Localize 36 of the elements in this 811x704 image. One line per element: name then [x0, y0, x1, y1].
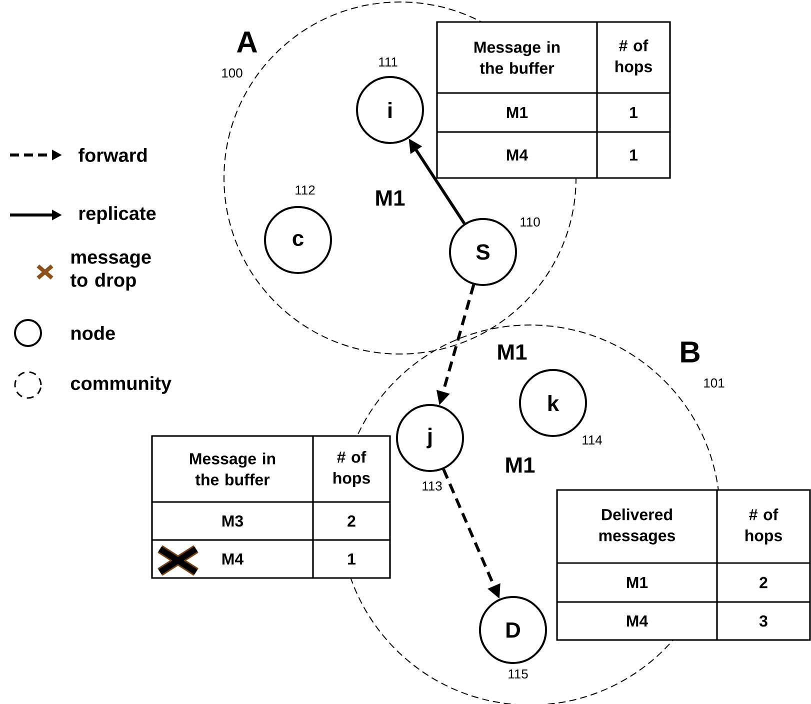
- legend-label: node: [71, 326, 115, 340]
- node-id: 100: [222, 68, 242, 78]
- table-cell: M1: [506, 107, 528, 118]
- node-id: 101: [704, 378, 724, 388]
- table-cell: 2: [760, 576, 768, 588]
- table-header: # of hops: [334, 451, 370, 487]
- node-id: 112: [296, 185, 315, 195]
- legend-label: replicate: [79, 206, 156, 224]
- table-cell: M4: [506, 150, 528, 160]
- table-header: # of hops: [616, 40, 652, 76]
- node-id: 110: [520, 217, 540, 227]
- legend-label: community: [70, 376, 172, 394]
- community-label: A: [236, 32, 258, 52]
- community-label: B: [681, 342, 700, 362]
- table-cell: M4: [626, 616, 648, 626]
- node-id: 111: [379, 58, 398, 66]
- edge-label: M1: [504, 456, 536, 474]
- table-cell: 3: [759, 615, 768, 627]
- table-header: Message in the buffer: [190, 452, 276, 486]
- table-header: Delivered messages: [599, 508, 676, 544]
- legend-label: forward: [78, 148, 147, 162]
- edge-label: M1: [374, 189, 406, 207]
- node-id: 115: [508, 669, 528, 679]
- table-cell: 1: [630, 150, 638, 160]
- table-cell: 1: [348, 554, 356, 564]
- table-cell: 1: [630, 107, 638, 118]
- table-header: Message in the buffer: [474, 41, 560, 74]
- node-id: 114: [582, 436, 602, 444]
- table-cell: M3: [222, 515, 244, 527]
- table-cell: 2: [348, 515, 356, 527]
- table-cell: M1: [626, 577, 648, 588]
- edge-label: M1: [496, 343, 528, 361]
- node-id: 113: [422, 481, 442, 491]
- legend-label: message to drop: [70, 253, 151, 291]
- table-cell: M4: [222, 554, 244, 564]
- table-header: # of hops: [746, 508, 782, 544]
